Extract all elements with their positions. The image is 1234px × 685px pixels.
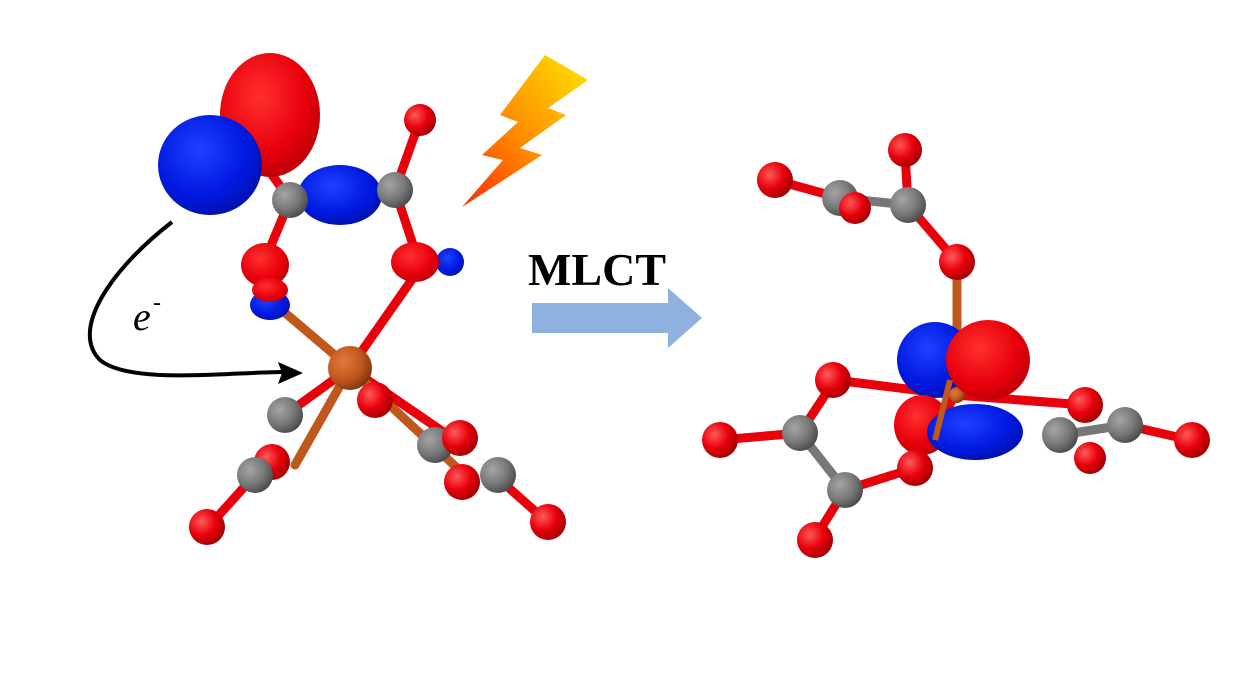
metal-orbital — [894, 320, 1030, 460]
transition-arrow: MLCT — [528, 244, 702, 348]
oxygen-atom — [888, 133, 922, 167]
oxygen-atom — [839, 192, 871, 224]
ground-state-complex: e - — [87, 53, 588, 545]
electron-transfer-arrow: e - — [87, 220, 303, 384]
oxygen-atom — [1174, 422, 1210, 458]
carbon-atom — [827, 472, 863, 508]
mlct-label: MLCT — [528, 244, 666, 295]
metal-atom — [949, 387, 965, 403]
oxygen-atom — [757, 162, 793, 198]
ligand-orbital — [158, 53, 464, 320]
oxygen-atom — [530, 504, 566, 540]
carbon-atom — [782, 415, 818, 451]
oxygen-atom — [442, 420, 478, 456]
carbon-atom — [1042, 417, 1078, 453]
atoms-back — [702, 133, 1210, 558]
oxygen-atom — [357, 382, 393, 418]
oxygen-atom — [1067, 387, 1103, 423]
excited-state-complex — [702, 133, 1210, 558]
carbon-atom — [1107, 407, 1143, 443]
lightning-icon — [462, 55, 588, 207]
right-arrow-icon — [532, 288, 702, 348]
oxygen-atom — [444, 464, 480, 500]
carbon-atom — [480, 457, 516, 493]
oxygen-atom — [897, 450, 933, 486]
metal-atom — [328, 346, 372, 390]
carbon-atom — [267, 397, 303, 433]
oxygen-atom — [815, 362, 851, 398]
oxygen-atom — [702, 422, 738, 458]
atoms — [189, 104, 566, 545]
oxygen-atom — [404, 104, 436, 136]
electron-charge-label: - — [153, 290, 161, 316]
carbon-atom — [377, 172, 413, 208]
oxygen-atom — [939, 244, 975, 280]
atoms-front — [897, 450, 933, 486]
carbon-atom — [237, 457, 273, 493]
oxygen-atom — [797, 522, 833, 558]
electron-label: e — [133, 294, 151, 339]
carbon-atom — [890, 187, 926, 223]
oxygen-atom — [1074, 442, 1106, 474]
carbon-atom — [272, 182, 308, 218]
oxygen-atom — [189, 509, 225, 545]
